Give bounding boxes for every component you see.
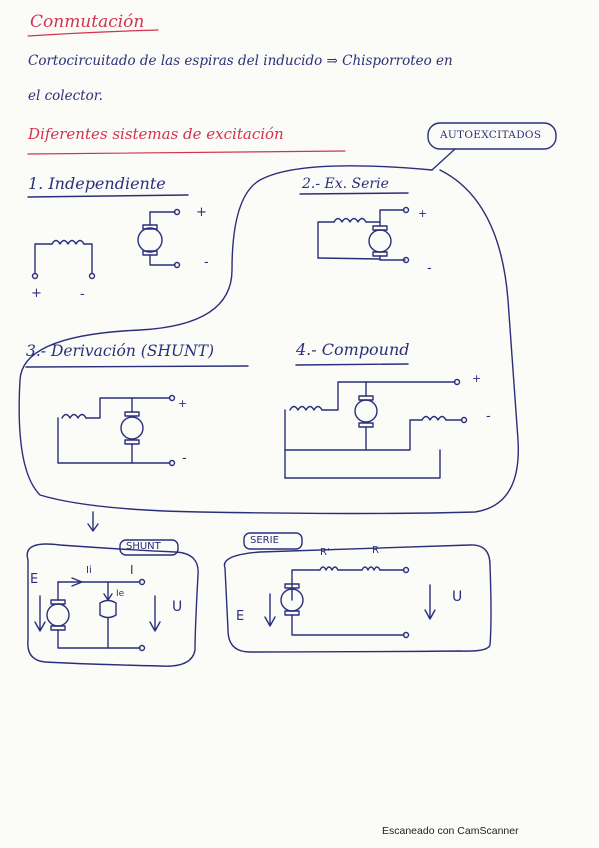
shunt-label-u: U: [172, 599, 183, 615]
shunt-label-ie: Ie: [116, 589, 125, 599]
serie-label-r-prime: R': [320, 547, 330, 558]
shunt-label-i: I: [130, 563, 134, 577]
shunt-label-ii: Ii: [86, 565, 92, 576]
page-title: Conmutación: [30, 12, 145, 32]
sign-plus-compound: +: [472, 372, 482, 385]
sec1-underline: [27, 194, 189, 198]
section-subtitle: Diferentes sistemas de excitación: [28, 125, 284, 143]
autoexcitados-pointer: [431, 148, 456, 171]
serie-detail: [223, 532, 492, 653]
text-line-2: el colector.: [28, 88, 103, 104]
serie-label-e: E: [236, 609, 245, 624]
circuit-independiente: [31, 208, 181, 280]
down-arrow: [87, 511, 99, 532]
circuit-serie: [317, 206, 410, 264]
autoexcitados-box: [427, 122, 557, 150]
sec3-underline: [25, 365, 249, 368]
section-compound: 4.- Compound: [296, 340, 410, 359]
sign-minus-shunt: -: [182, 451, 187, 466]
sign-minus-indep-field: -: [80, 287, 85, 302]
shunt-detail: [26, 539, 199, 667]
sec4-underline: [295, 363, 409, 366]
circuit-shunt: [57, 394, 176, 467]
shunt-label-e: E: [30, 572, 39, 587]
serie-label-u: U: [452, 589, 463, 605]
sign-plus-indep-arm: +: [196, 205, 207, 220]
autoexcitados-label: AUTOEXCITADOS: [440, 129, 542, 141]
sign-plus-shunt: +: [178, 397, 188, 410]
sign-minus-serie: -: [427, 261, 432, 276]
autoexcited-enclosure: [18, 165, 520, 515]
serie-label-r: R: [372, 545, 379, 556]
sign-plus-serie: +: [418, 207, 428, 220]
sign-minus-indep-arm: -: [204, 255, 209, 270]
circuit-compound: [284, 378, 468, 479]
sign-plus-indep-field: +: [31, 286, 42, 301]
camscanner-footer: Escaneado con CamScanner: [382, 825, 519, 837]
serie-box-title: SERIE: [250, 535, 279, 546]
shunt-box-title: SHUNT: [126, 541, 161, 552]
title-underline: [27, 29, 159, 37]
sign-minus-compound: -: [486, 409, 491, 424]
text-line-1: Cortocircuitado de las espiras del induc…: [28, 53, 453, 69]
section-serie: 2.- Ex. Serie: [302, 176, 389, 192]
subtitle-underline: [27, 150, 346, 155]
sec2-underline: [299, 192, 409, 195]
section-independiente: 1. Independiente: [28, 174, 166, 193]
section-shunt: 3.- Derivación (SHUNT): [26, 342, 214, 360]
